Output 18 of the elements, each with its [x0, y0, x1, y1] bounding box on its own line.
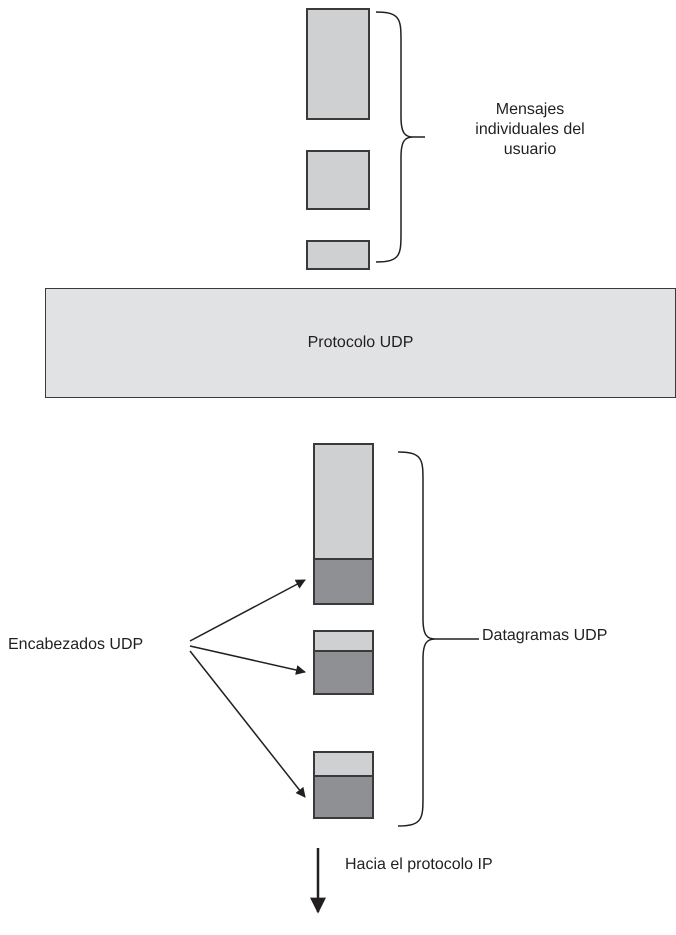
layer-label: Protocolo UDP	[308, 333, 414, 353]
arrow	[190, 579, 306, 642]
data-block	[313, 630, 374, 652]
protocol-layer-band	[45, 288, 676, 398]
header-block	[313, 775, 374, 819]
arrow	[190, 645, 306, 675]
group-label: Mensajes individuales del usuario	[460, 100, 600, 160]
arrow	[189, 650, 306, 798]
message-block	[306, 150, 370, 210]
header-block	[313, 650, 374, 695]
header-block	[313, 558, 374, 605]
group-label: Datagramas UDP	[482, 626, 622, 646]
direction-label: Hacia el protocolo IP	[345, 856, 493, 874]
message-block	[306, 8, 370, 120]
message-block	[306, 240, 370, 270]
data-block	[313, 751, 374, 777]
callout-text: Encabezados UDP	[8, 635, 198, 655]
data-block	[313, 443, 374, 560]
